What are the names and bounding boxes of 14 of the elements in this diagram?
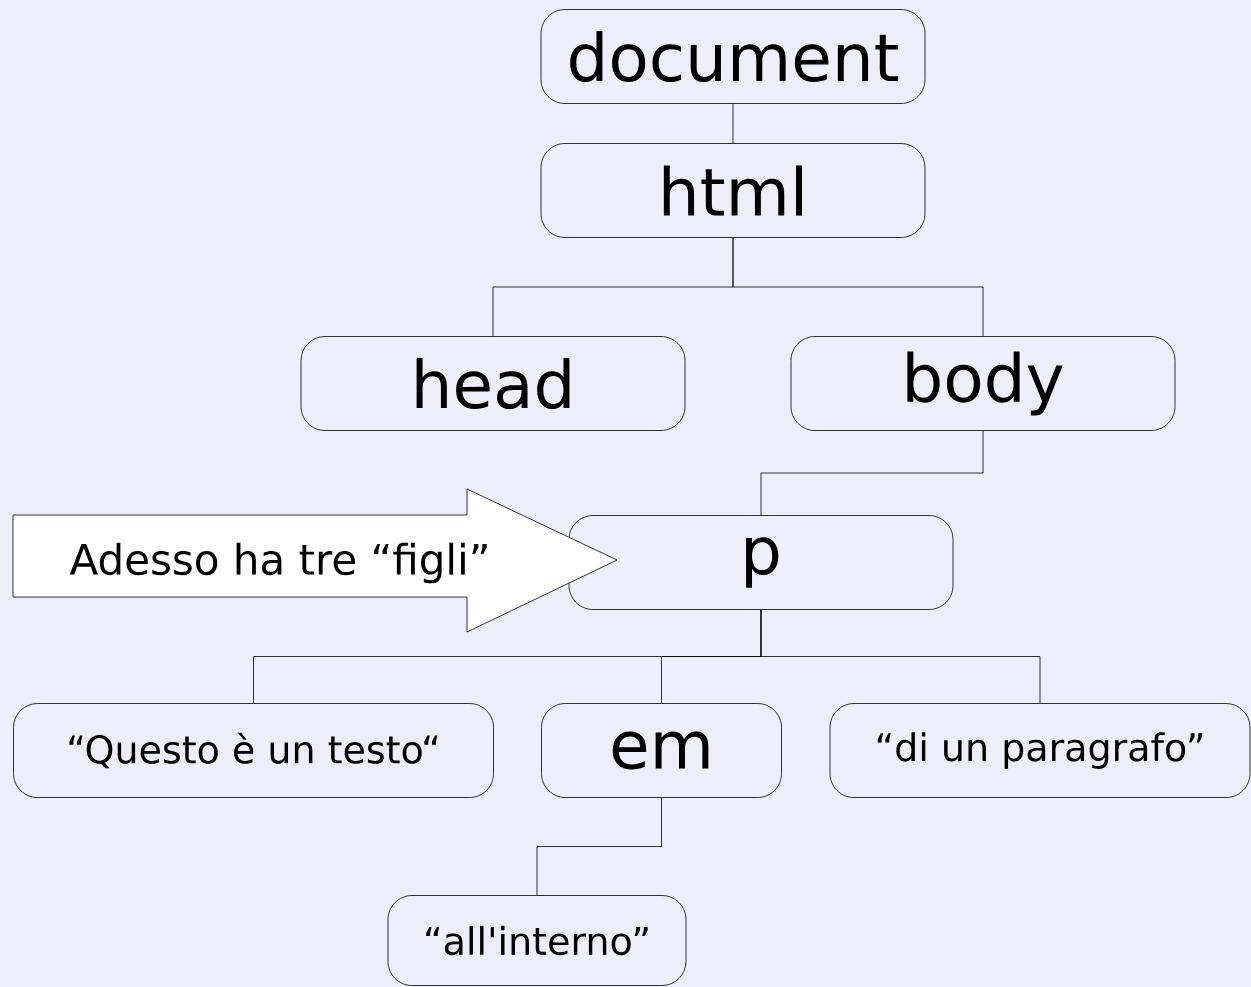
connector-line bbox=[732, 237, 984, 337]
element-box: document bbox=[540, 9, 926, 104]
element-box: p bbox=[568, 515, 954, 610]
element-box: “di un paragrafo” bbox=[829, 703, 1251, 798]
element-box: body bbox=[790, 336, 1176, 431]
connector-line bbox=[760, 609, 1041, 704]
element-box: em bbox=[541, 703, 782, 798]
connector-line bbox=[536, 797, 662, 896]
element-box: “Questo è un testo“ bbox=[13, 703, 494, 798]
connector-line bbox=[732, 103, 734, 144]
element-box: html bbox=[540, 143, 926, 238]
connector-line bbox=[760, 430, 984, 516]
element-box: “all'interno” bbox=[387, 895, 687, 986]
element-box: head bbox=[300, 336, 686, 431]
